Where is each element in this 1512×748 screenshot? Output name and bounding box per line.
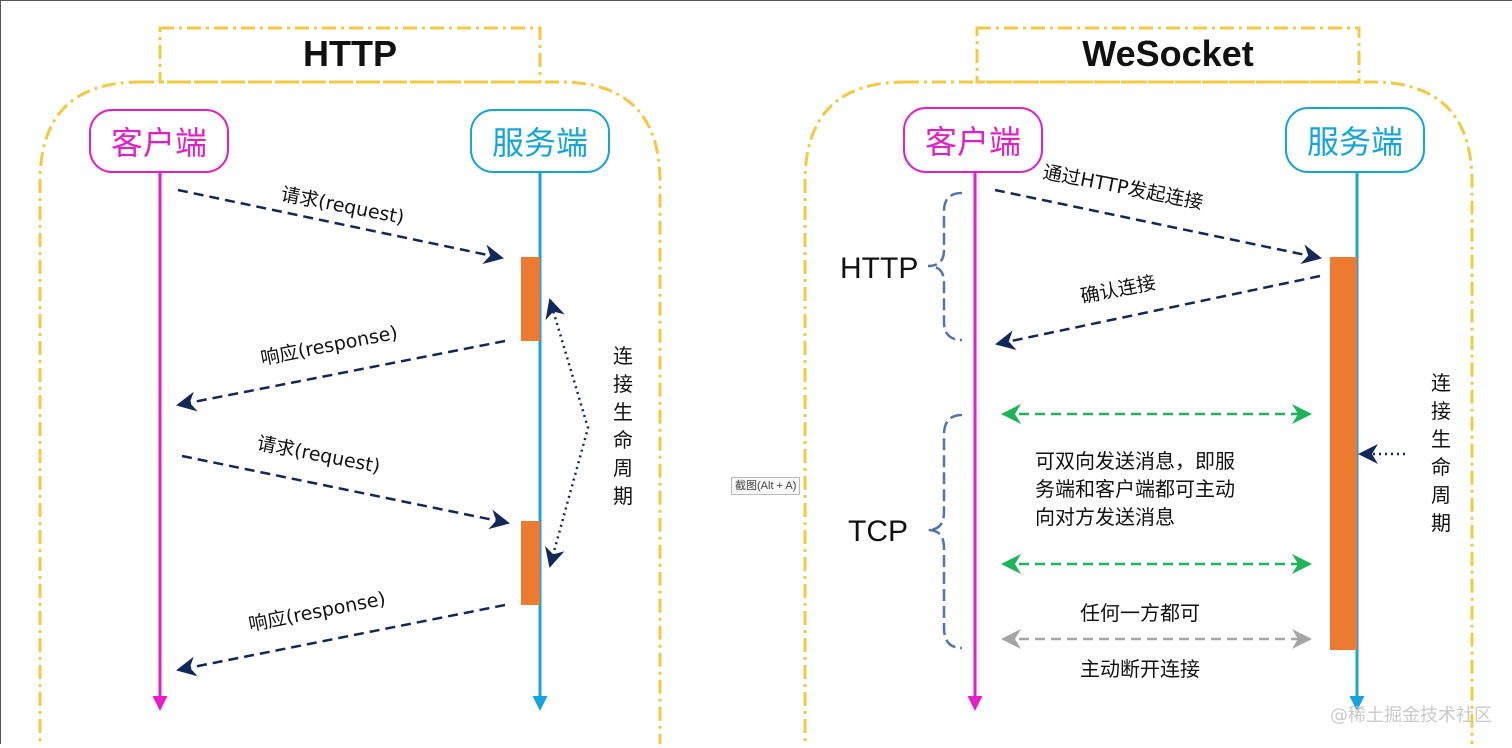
ws-http-label: HTTP (840, 252, 918, 285)
ws-bidirectional-line-3: 向对方发送消息 (1035, 505, 1175, 529)
http-lifecycle-char-5: 周 (613, 456, 633, 480)
ws-bidirectional-text: 可双向发送消息，即服 务端和客户端都可主动 向对方发送消息 (1035, 449, 1235, 529)
http-lifecycle-char-2: 接 (613, 372, 633, 396)
ws-client-label: 客户端 (925, 123, 1021, 161)
ws-server-label: 服务端 (1307, 123, 1403, 161)
http-lifecycle-label: 连 接 生 命 周 期 (613, 344, 633, 508)
ws-initiate-arrow (994, 188, 1322, 265)
http-lifecycle-bracket (545, 298, 590, 568)
ws-lifecycle-char-6: 期 (1431, 511, 1451, 535)
http-request-arrow-1 (177, 188, 504, 265)
http-response-arrow-1 (176, 339, 506, 412)
http-request-label-1: 请求(request) (279, 183, 406, 228)
ws-lifecycle-char-2: 接 (1431, 399, 1451, 423)
http-title: HTTP (303, 33, 397, 74)
http-activation-bar-1 (521, 257, 540, 341)
ws-lifecycle-char-5: 周 (1431, 483, 1451, 507)
window-left-border (0, 0, 1, 744)
ws-title-box (975, 26, 1361, 84)
http-request-arrow-2 (181, 454, 510, 530)
http-response-arrow-2 (176, 603, 506, 677)
ws-bidirectional-line-1: 可双向发送消息，即服 (1035, 449, 1235, 473)
http-client-label: 客户端 (111, 124, 207, 162)
window-top-border (0, 0, 1512, 1)
http-response-label-1: 响应(response) (259, 322, 400, 370)
http-lifecycle-char-4: 命 (613, 428, 633, 452)
screenshot-tooltip: 截图(Alt + A) (731, 477, 801, 495)
ws-disconnect-label: 主动断开连接 (1080, 657, 1200, 681)
ws-either-side-label: 任何一方都可 (1080, 601, 1200, 625)
ws-activation-bar (1330, 257, 1357, 650)
http-activation-bar-2 (521, 521, 540, 605)
ws-panel: WeSocket 客户端 服务端 通过HTTP发起连接 确认连接 HTTP TC… (803, 26, 1474, 748)
ws-confirm-arrow (995, 274, 1321, 351)
http-lifecycle-char-6: 期 (613, 484, 633, 508)
http-lifecycle-char-3: 生 (613, 400, 633, 424)
ws-client-box (903, 107, 1043, 173)
ws-lifecycle-char-3: 生 (1431, 427, 1451, 451)
http-panel-frame (38, 80, 662, 748)
http-lifecycle-char-1: 连 (613, 344, 633, 368)
http-response-label-2: 响应(response) (247, 588, 388, 636)
ws-tcp-label: TCP (848, 515, 908, 548)
http-server-label: 服务端 (492, 124, 588, 162)
http-panel: HTTP 客户端 服务端 请求(request) 响应(response) 请求… (38, 26, 662, 748)
ws-title: WeSocket (1082, 33, 1253, 74)
ws-http-brace (927, 191, 963, 342)
watermark: @稀土掘金技术社区 (1330, 705, 1492, 726)
http-request-label-2: 请求(request) (255, 432, 382, 477)
ws-lifecycle-char-4: 命 (1431, 455, 1451, 479)
ws-tcp-brace (927, 413, 963, 650)
ws-panel-frame (803, 80, 1474, 748)
ws-confirm-label: 确认连接 (1079, 272, 1158, 308)
http-title-box (158, 26, 542, 84)
ws-bidirectional-line-2: 务端和客户端都可主动 (1035, 477, 1235, 501)
ws-lifecycle-label: 连 接 生 命 周 期 (1431, 371, 1451, 535)
ws-lifecycle-char-1: 连 (1431, 371, 1451, 395)
ws-server-box (1285, 107, 1425, 173)
